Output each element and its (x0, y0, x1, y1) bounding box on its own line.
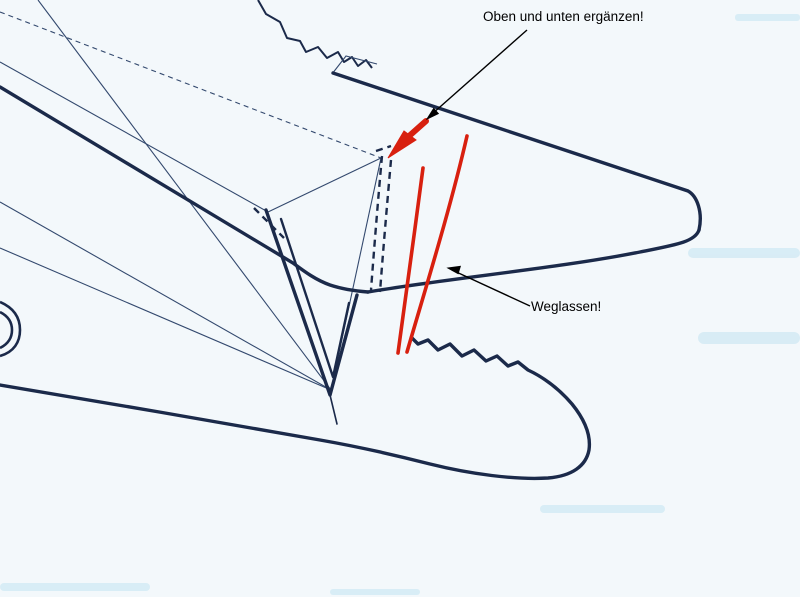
lower-wing-outline (0, 336, 592, 481)
top-note-arrow (431, 29, 528, 115)
red-strike-line-right (405, 134, 469, 354)
top-note-arrowhead (425, 107, 440, 121)
scan-streaks (0, 14, 800, 595)
mid-note-arrow (451, 269, 531, 307)
annotation-arrows (425, 29, 531, 307)
v-strut (264, 208, 359, 425)
mid-note-label: Weglassen! (531, 299, 601, 314)
torn-paper-edge-top (257, 0, 373, 69)
left-edge-arcs (0, 300, 22, 358)
upper-wing-outline (0, 71, 702, 294)
top-note-label: Oben und unten ergänzen! (483, 9, 644, 24)
red-correction-marks (387, 118, 469, 355)
red-strike-line-left (396, 166, 425, 355)
rigging-lines (0, 0, 382, 391)
mid-note-arrowhead (446, 265, 462, 275)
dashed-strut-lines (253, 144, 393, 293)
red-arrow-tail (405, 118, 429, 140)
